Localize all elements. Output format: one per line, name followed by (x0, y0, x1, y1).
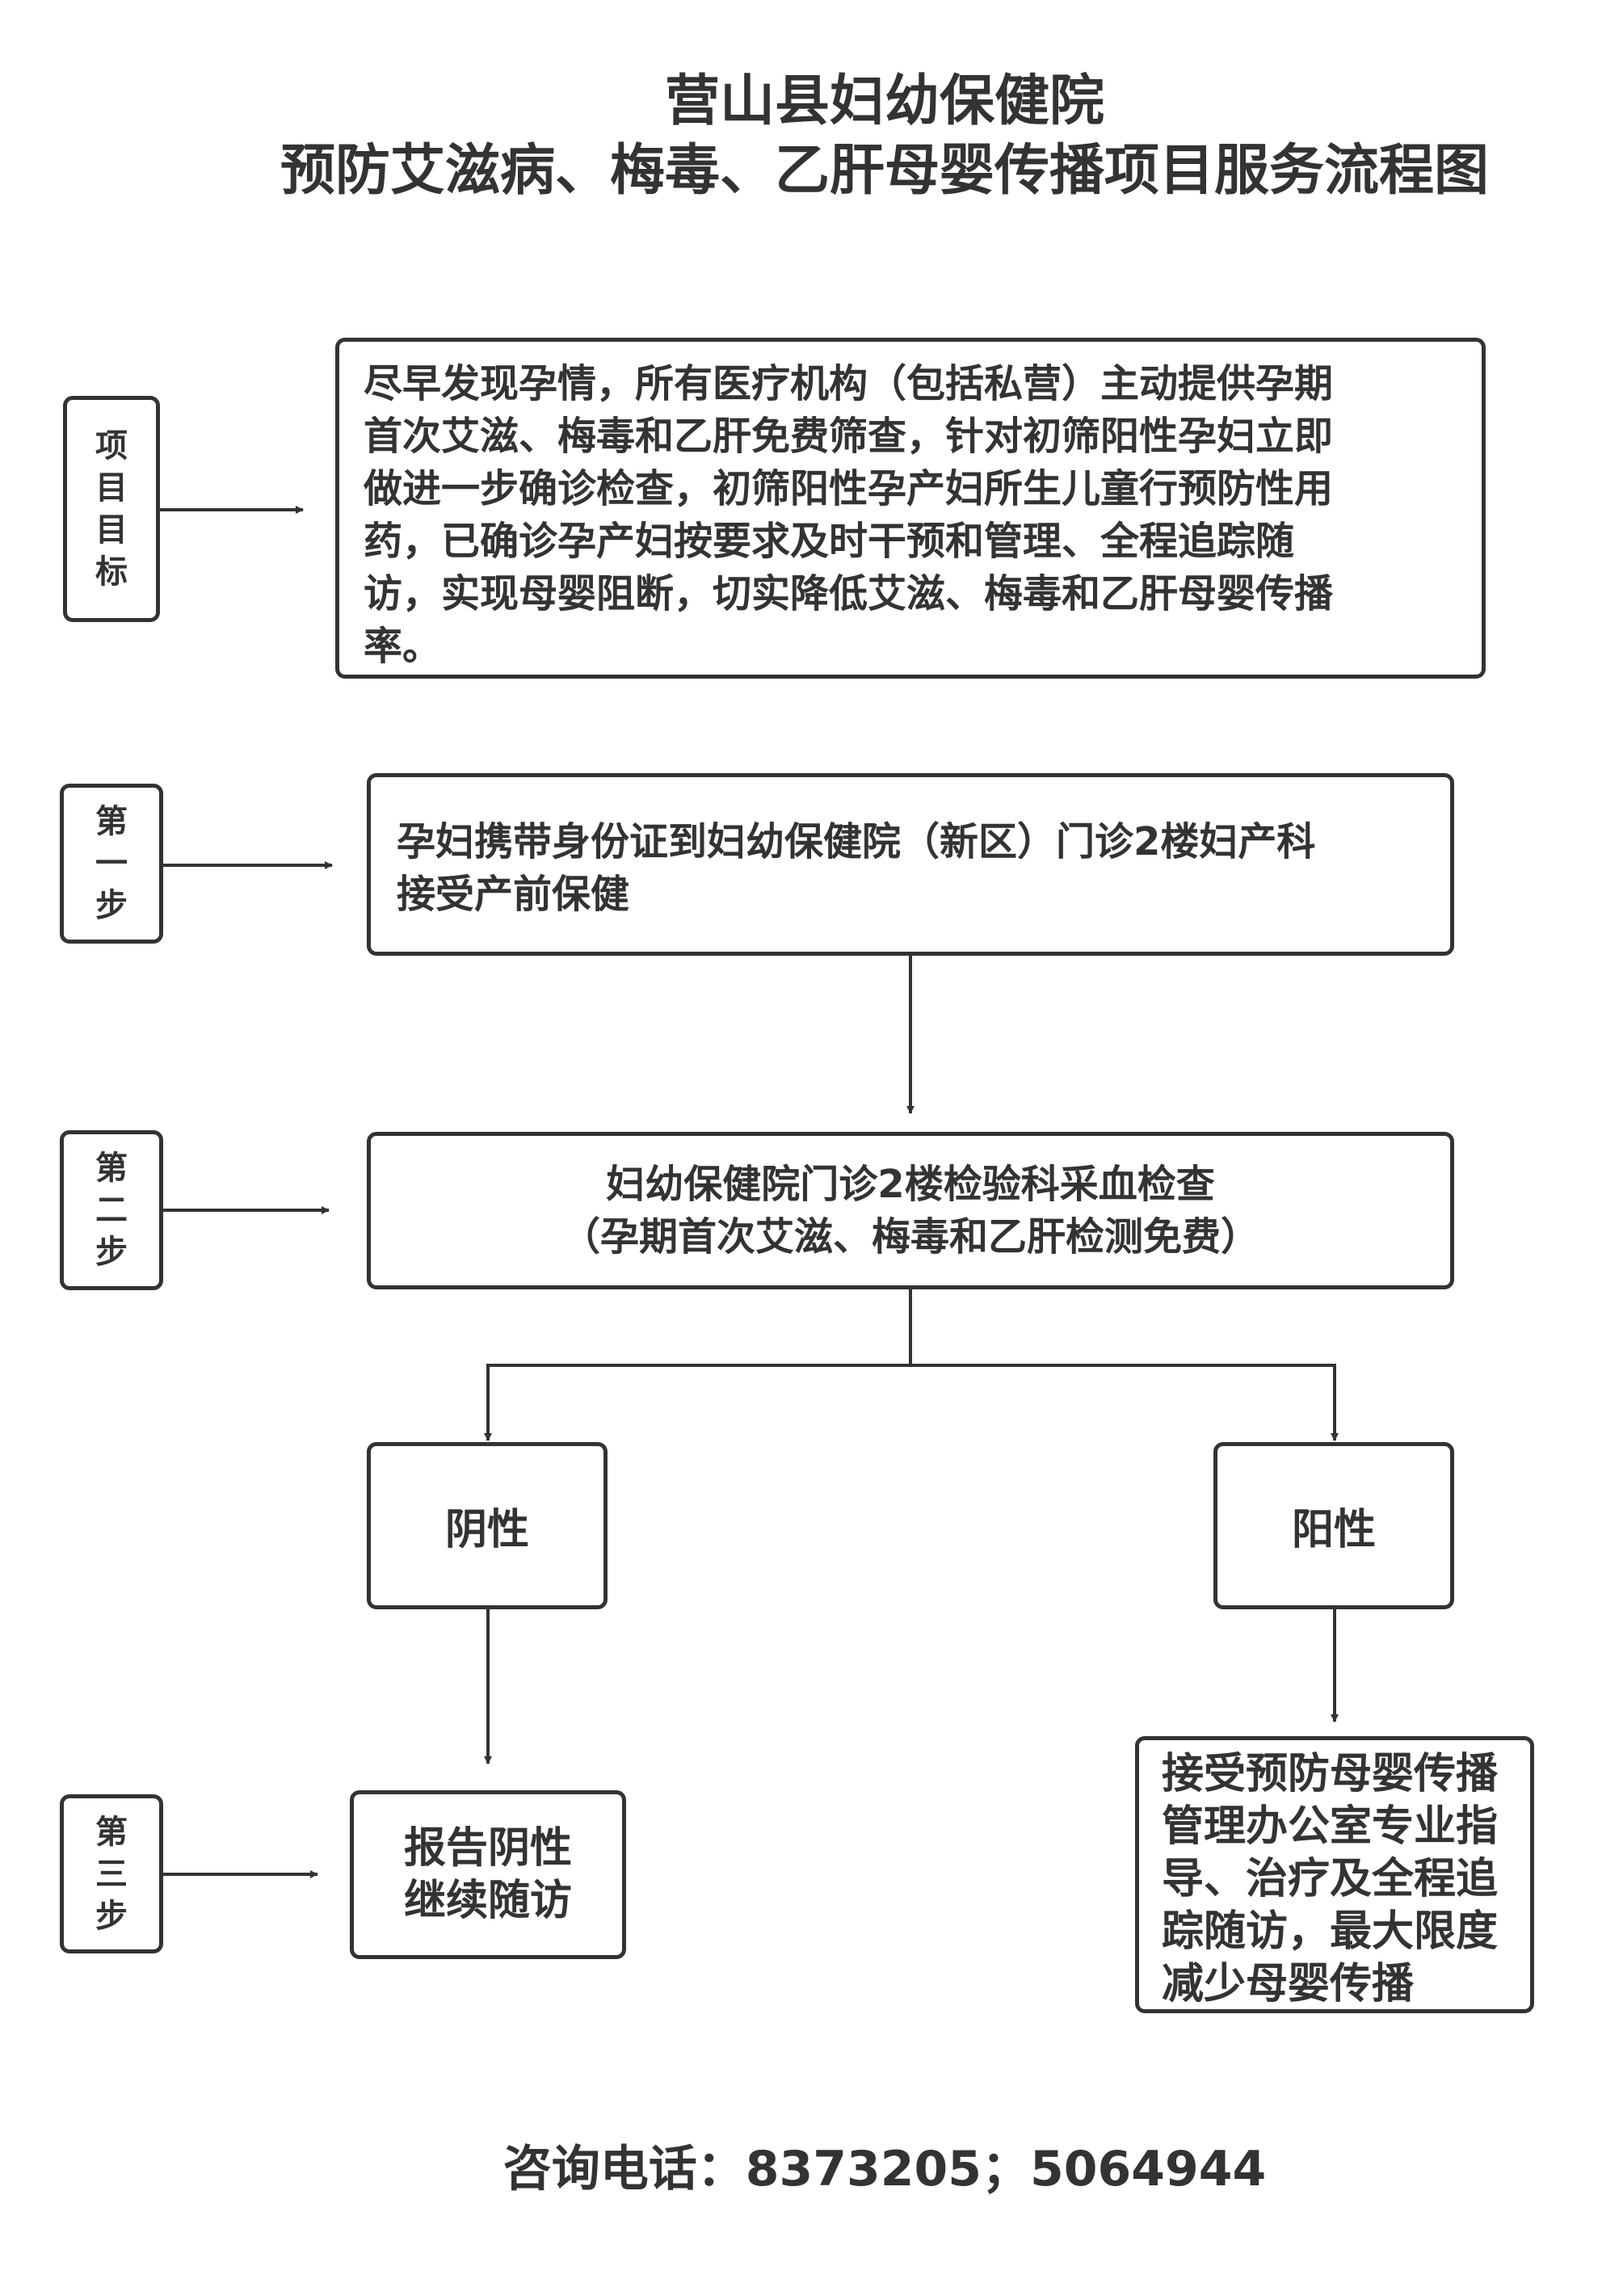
branch-line (484, 1289, 912, 1441)
negative-label: 阴性 (444, 1506, 529, 1554)
label-step-3: 第 三 步 (60, 1794, 163, 1953)
label-char: 第 (95, 803, 128, 840)
label-char: 步 (95, 887, 128, 924)
step1-box: 孕妇携带身份证到妇幼保健院（新区）门诊2楼妇产科 接受产前保健 (367, 773, 1454, 956)
negative-result-box: 报告阴性 继续随访 (350, 1790, 626, 1959)
label-char: 二 (95, 1192, 128, 1229)
goal-line: 药，已确诊孕产妇按要求及时干预和管理、全程追踪随 (364, 519, 1295, 564)
positive-result-line: 导、治疗及全程追 (1162, 1855, 1499, 1903)
positive-result-line: 减少母婴传播 (1162, 1960, 1415, 2008)
title-line-1: 营山县妇幼保健院 (664, 69, 1104, 133)
positive-result-line: 接受预防母婴传播 (1162, 1750, 1499, 1798)
positive-result-line: 管理办公室专业指 (1162, 1802, 1499, 1851)
label-char: 第 (95, 1813, 128, 1851)
positive-result-box: 接受预防母婴传播 管理办公室专业指 导、治疗及全程追 踪随访，最大限度 减少母婴… (1135, 1736, 1534, 2013)
label-step-2: 第 二 步 (60, 1130, 163, 1290)
step2-line: 妇幼保健院门诊2楼检验科采血检查 (606, 1161, 1215, 1207)
negative-result-line: 报告阴性 (403, 1823, 572, 1873)
label-char: 标 (95, 553, 128, 591)
positive-result-line: 踪随访，最大限度 (1162, 1907, 1499, 1956)
step1-line: 接受产前保健 (397, 872, 630, 917)
label-char: 步 (95, 1897, 128, 1935)
label-char: 目 (95, 469, 128, 507)
step2-box: 妇幼保健院门诊2楼检验科采血检查 （孕期首次艾滋、梅毒和乙肝检测免费） (367, 1132, 1454, 1289)
label-step-1: 第 一 步 (60, 784, 163, 944)
step2-line: （孕期首次艾滋、梅毒和乙肝检测免费） (561, 1213, 1259, 1259)
step1-line: 孕妇携带身份证到妇幼保健院（新区）门诊2楼妇产科 (397, 819, 1316, 864)
title-line-2: 预防艾滋病、梅毒、乙肝母婴传播项目服务流程图 (280, 139, 1489, 203)
branch-line-right (910, 1364, 1339, 1441)
goal-line: 做进一步确诊检查，初筛阳性孕产妇所生儿童行预防性用 (364, 466, 1334, 511)
positive-label: 阳性 (1291, 1506, 1376, 1554)
negative-result-line: 继续随访 (403, 1876, 572, 1925)
label-char: 项 (95, 427, 128, 465)
goal-line: 首次艾滋、梅毒和乙肝免费筛查，针对初筛阳性孕妇立即 (364, 414, 1334, 459)
label-char: 目 (95, 511, 128, 549)
label-char: 一 (95, 845, 128, 882)
contact-phone: 咨询电话：8373205；5064944 (502, 2141, 1267, 2197)
negative-box: 阴性 (367, 1442, 608, 1609)
goal-line: 访，实现母婴阻断，切实降低艾滋、梅毒和乙肝母婴传播 (364, 571, 1334, 616)
goal-line: 率。 (364, 624, 442, 669)
goal-box: 尽早发现孕情，所有医疗机构（包括私营）主动提供孕期 首次艾滋、梅毒和乙肝免费筛查… (335, 338, 1486, 679)
label-project-goal: 项 目 目 标 (63, 396, 160, 622)
label-char: 第 (95, 1150, 128, 1187)
positive-box: 阳性 (1213, 1442, 1454, 1609)
label-char: 三 (95, 1855, 128, 1893)
goal-line: 尽早发现孕情，所有医疗机构（包括私营）主动提供孕期 (364, 361, 1334, 406)
label-char: 步 (95, 1234, 128, 1271)
